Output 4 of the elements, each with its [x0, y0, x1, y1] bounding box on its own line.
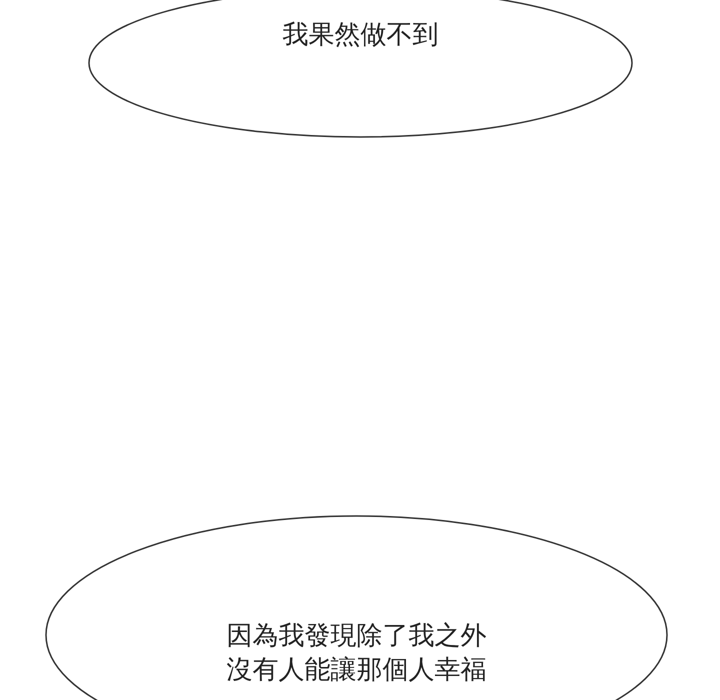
speech-bubble — [88, 0, 633, 140]
speech-bubble — [45, 515, 668, 700]
speech-text: 因為我發現除了我之外沒有人能讓那個人幸福 — [226, 620, 488, 687]
speech-text: 我果然做不到 — [282, 19, 440, 52]
